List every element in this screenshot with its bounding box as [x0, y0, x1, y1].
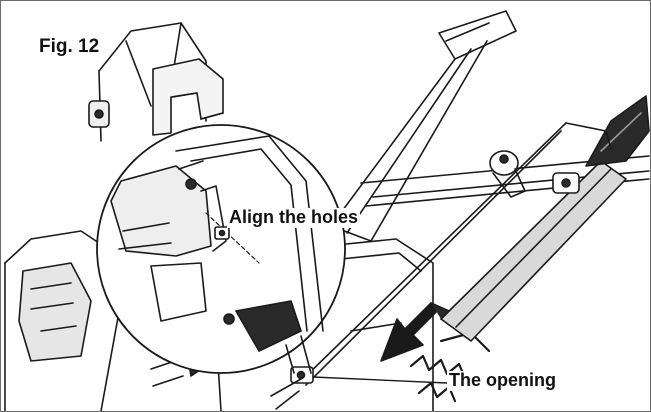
control-rod — [300, 122, 612, 386]
panel-knob — [88, 100, 110, 128]
shaded-handle-arm — [440, 95, 650, 342]
direction-arrow — [380, 302, 450, 362]
figure-number: Fig. 12 — [39, 36, 100, 57]
motor-housing — [4, 230, 222, 411]
rod-connector — [270, 366, 314, 410]
opening-leader-line — [312, 376, 448, 384]
auger-tread — [409, 331, 491, 403]
detail-magnifier — [96, 124, 346, 374]
opening-callout: The opening — [447, 370, 558, 391]
align-holes-callout: Align the holes — [227, 207, 361, 228]
upper-handle-tube — [330, 10, 517, 242]
chute-grip — [152, 58, 224, 136]
